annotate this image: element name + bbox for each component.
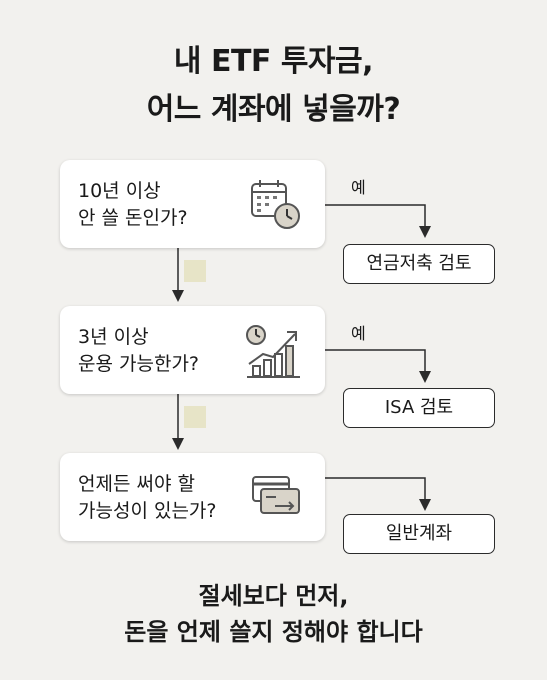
title-line-1: 내 ETF 투자금, xyxy=(173,44,374,79)
result-box-2: ISA 검토 xyxy=(343,388,495,428)
result-box-1: 연금저축 검토 xyxy=(343,244,495,284)
question-3-line-2: 가능성이 있는가? xyxy=(78,500,217,522)
yes-label-1: 예 xyxy=(351,178,366,197)
conclusion: 절세보다 먼저, 돈을 언제 쓸지 정해야 합니다 xyxy=(0,578,547,650)
title-line-2: 어느 계좌에 넣을까? xyxy=(146,92,401,127)
question-2-line-1: 3년 이상 xyxy=(78,326,149,348)
note-marker-1 xyxy=(184,260,206,282)
question-card-3: 언제든 써야 할 가능성이 있는가? xyxy=(60,453,325,541)
conclusion-line-2: 돈을 언제 쓸지 정해야 합니다 xyxy=(124,618,423,646)
question-card-1: 10년 이상 안 쓸 돈인가? xyxy=(60,160,325,248)
question-1-line-1: 10년 이상 xyxy=(78,180,161,202)
arrow-3 xyxy=(325,477,431,511)
calendar-clock-icon xyxy=(251,180,300,229)
result-box-3: 일반계좌 xyxy=(343,514,495,554)
growth-chart-icon xyxy=(246,325,300,378)
page-title: 내 ETF 투자금, 어느 계좌에 넣을까? xyxy=(0,38,547,134)
question-2-line-2: 운용 가능한가? xyxy=(78,353,200,375)
yes-arrow-2 xyxy=(325,349,431,383)
note-marker-2 xyxy=(184,406,206,428)
question-card-2: 3년 이상 운용 가능한가? xyxy=(60,306,325,394)
question-3-line-1: 언제든 써야 할 xyxy=(78,473,195,495)
yes-arrow-1 xyxy=(325,204,431,238)
card-transfer-icon xyxy=(252,476,300,514)
question-1-line-2: 안 쓸 돈인가? xyxy=(78,207,188,229)
yes-label-2: 예 xyxy=(351,324,366,343)
conclusion-line-1: 절세보다 먼저, xyxy=(198,582,349,610)
